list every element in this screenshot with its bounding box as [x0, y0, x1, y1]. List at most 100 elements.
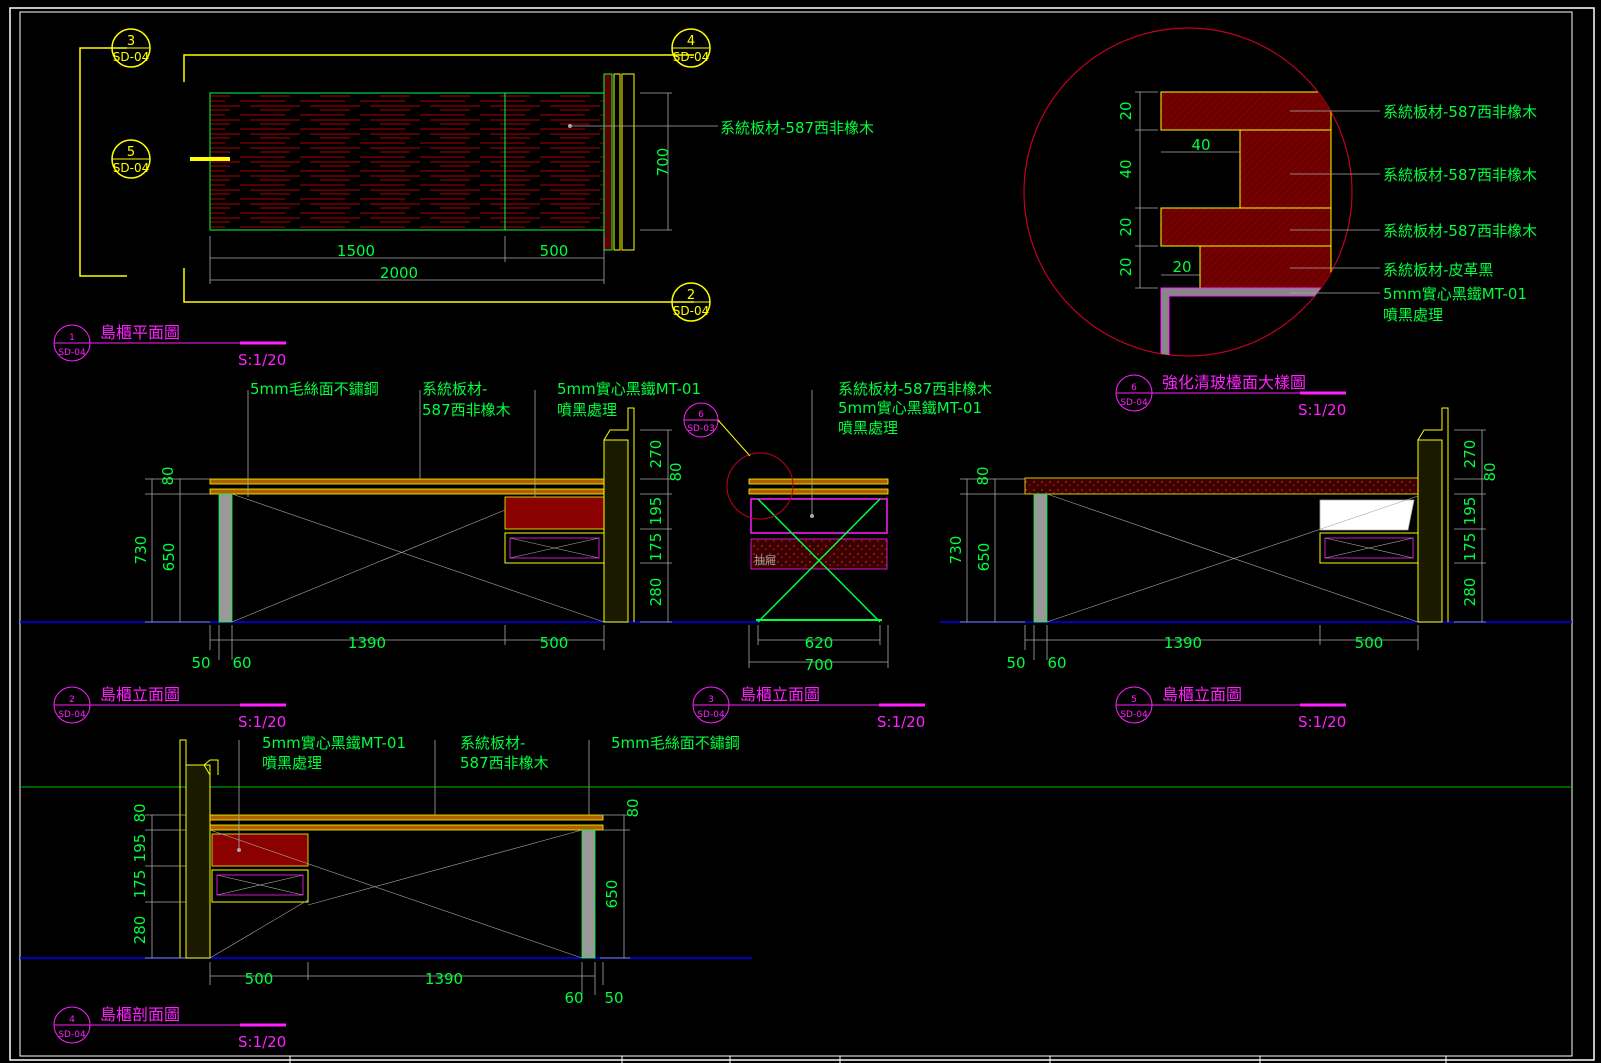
svg-text:5mm實心黑鐵MT-01: 5mm實心黑鐵MT-01 — [557, 380, 701, 398]
sect4-title-block: 4 SD-04 島櫃剖面圖 S:1/20 — [53, 1005, 286, 1051]
svg-text:60: 60 — [1047, 654, 1066, 672]
svg-text:500: 500 — [540, 634, 569, 652]
svg-text:SD-04: SD-04 — [1120, 398, 1148, 408]
detail-note-5: 5mm實心黑鐵MT-01 — [1383, 285, 1527, 303]
svg-text:SD-03: SD-03 — [687, 424, 714, 434]
svg-text:系統板材-587西非橡木: 系統板材-587西非橡木 — [838, 380, 992, 398]
svg-text:2: 2 — [687, 288, 695, 303]
elev3-title-block: 3 SD-04 島櫃立面圖 S:1/20 — [692, 685, 925, 731]
svg-text:175: 175 — [131, 870, 149, 899]
elev3-title: 島櫃立面圖 — [740, 685, 820, 704]
plan-scale: S:1/20 — [238, 351, 286, 369]
svg-text:系統板材-: 系統板材- — [422, 380, 487, 398]
elev5-title: 島櫃立面圖 — [1162, 685, 1242, 704]
svg-text:195: 195 — [1461, 497, 1479, 526]
svg-text:噴黑處理: 噴黑處理 — [838, 419, 898, 437]
svg-text:500: 500 — [1355, 634, 1384, 652]
svg-text:5: 5 — [1131, 695, 1137, 705]
svg-text:S:1/20: S:1/20 — [238, 1033, 286, 1051]
dim-700: 700 — [654, 148, 672, 177]
svg-text:噴黑處理: 噴黑處理 — [262, 754, 322, 772]
svg-text:730: 730 — [132, 536, 150, 565]
svg-text:650: 650 — [603, 880, 621, 909]
svg-text:500: 500 — [245, 970, 274, 988]
elevation-3: 抽屜 6 SD-03 620 700 系統板材-587西非橡木 5mm實心黑鐵M… — [683, 380, 992, 731]
detail-title-block: 6 SD-04 強化清玻檯面大樣圖 S:1/20 — [1115, 373, 1346, 419]
svg-text:60: 60 — [564, 989, 583, 1007]
svg-text:587西非橡木: 587西非橡木 — [460, 754, 549, 772]
svg-text:2: 2 — [69, 695, 75, 705]
svg-text:1: 1 — [69, 333, 75, 343]
svg-text:280: 280 — [647, 578, 665, 607]
countertop-plan — [209, 92, 605, 231]
detail-note-3: 系統板材-587西非橡木 — [1383, 222, 1537, 240]
svg-text:650: 650 — [975, 543, 993, 572]
section-4: 80 195 175 280 80 650 500 1390 60 50 5mm… — [20, 734, 752, 1051]
svg-text:700: 700 — [805, 656, 834, 674]
svg-text:270: 270 — [1461, 440, 1479, 469]
plan-view: 系統板材-587西非橡木 1500 500 2000 700 3 SD-04 4… — [53, 28, 874, 369]
svg-text:1390: 1390 — [348, 634, 386, 652]
svg-text:195: 195 — [647, 497, 665, 526]
elev2-title: 島櫃立面圖 — [100, 685, 180, 704]
elevation-2: 80 730 650 270 80 195 175 280 1390 500 5… — [20, 380, 760, 731]
plan-note: 系統板材-587西非橡木 — [720, 119, 874, 137]
svg-text:280: 280 — [1461, 578, 1479, 607]
svg-text:730: 730 — [947, 536, 965, 565]
svg-text:4: 4 — [69, 1015, 75, 1025]
sect4-title: 島櫃剖面圖 — [100, 1005, 180, 1024]
dim-500: 500 — [540, 242, 569, 260]
svg-text:SD-04: SD-04 — [58, 1030, 86, 1040]
svg-text:5mm毛絲面不鏽鋼: 5mm毛絲面不鏽鋼 — [250, 380, 379, 398]
svg-text:80: 80 — [974, 466, 992, 485]
plan-title-block: 1 SD-04 島櫃平面圖 S:1/20 — [53, 323, 286, 369]
section-marker-3[interactable]: 3 SD-04 — [111, 28, 151, 68]
svg-text:40: 40 — [1117, 159, 1135, 178]
svg-text:3: 3 — [708, 695, 714, 705]
svg-text:6: 6 — [1131, 383, 1137, 393]
svg-text:6: 6 — [698, 410, 704, 420]
dim-1500: 1500 — [337, 242, 375, 260]
section-marker-5[interactable]: 5 SD-04 — [111, 139, 151, 179]
section-marker-2[interactable]: 2 SD-04 — [671, 282, 711, 322]
svg-text:5mm實心黑鐵MT-01: 5mm實心黑鐵MT-01 — [838, 399, 982, 417]
svg-text:SD-04: SD-04 — [58, 348, 86, 358]
svg-text:650: 650 — [160, 543, 178, 572]
svg-text:195: 195 — [131, 834, 149, 863]
detail-note-6: 噴黑處理 — [1383, 306, 1443, 324]
detail-marker-6[interactable]: 6 SD-03 — [683, 402, 751, 457]
dim-2000: 2000 — [380, 264, 418, 282]
svg-text:20: 20 — [1172, 258, 1191, 276]
svg-text:587西非橡木: 587西非橡木 — [422, 401, 511, 419]
svg-text:20: 20 — [1117, 217, 1135, 236]
elev2-title-block: 2 SD-04 島櫃立面圖 S:1/20 — [53, 685, 286, 731]
svg-text:5mm毛絲面不鏽鋼: 5mm毛絲面不鏽鋼 — [611, 734, 740, 752]
svg-text:620: 620 — [805, 634, 834, 652]
drawing-frame — [19, 11, 1573, 1057]
section-marker-4[interactable]: 4 SD-04 — [671, 28, 711, 68]
svg-text:80: 80 — [1481, 462, 1499, 481]
sheet-border — [9, 7, 1595, 1061]
plan-title: 島櫃平面圖 — [100, 323, 180, 342]
svg-text:280: 280 — [131, 916, 149, 945]
svg-text:SD-04: SD-04 — [113, 161, 149, 175]
svg-text:270: 270 — [647, 440, 665, 469]
svg-text:60: 60 — [232, 654, 251, 672]
svg-text:50: 50 — [1006, 654, 1025, 672]
svg-text:系統板材-: 系統板材- — [460, 734, 525, 752]
svg-text:SD-04: SD-04 — [697, 710, 725, 720]
svg-text:1390: 1390 — [425, 970, 463, 988]
svg-text:50: 50 — [191, 654, 210, 672]
svg-text:SD-04: SD-04 — [58, 710, 86, 720]
detail-scale: S:1/20 — [1298, 401, 1346, 419]
svg-text:S:1/20: S:1/20 — [877, 713, 925, 731]
svg-text:50: 50 — [604, 989, 623, 1007]
svg-text:1390: 1390 — [1164, 634, 1202, 652]
svg-text:20: 20 — [1117, 257, 1135, 276]
svg-text:40: 40 — [1191, 136, 1210, 154]
detail-view: 20 40 20 20 40 20 系統板材-587西非橡木 系統板材-587西… — [1023, 27, 1537, 419]
svg-text:80: 80 — [159, 466, 177, 485]
svg-text:5: 5 — [127, 145, 135, 160]
svg-text:175: 175 — [1461, 533, 1479, 562]
